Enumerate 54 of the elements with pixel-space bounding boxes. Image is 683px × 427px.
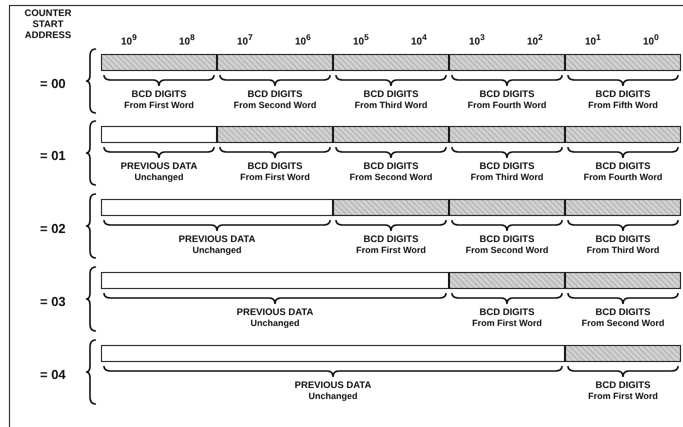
segment-note: From Fifth Word — [587, 100, 659, 110]
segment-heading: BCD DIGITS — [362, 161, 420, 172]
segment-heading: BCD DIGITS — [594, 380, 652, 391]
digit-weight: 10$^{1}$ — [585, 32, 601, 48]
segment-heading: PREVIOUS DATA — [178, 234, 256, 245]
address-label: = 01 — [40, 148, 66, 163]
segment-note: From Fourth Word — [582, 172, 664, 182]
segment-heading: BCD DIGITS — [478, 234, 536, 245]
segment-note: From Second Word — [464, 245, 550, 255]
segment-note: From First Word — [239, 172, 311, 182]
segment-heading: BCD DIGITS — [362, 234, 420, 245]
segment-heading: BCD DIGITS — [478, 89, 536, 100]
segment-note: Unchanged — [191, 245, 242, 255]
segment-heading: BCD DIGITS — [478, 307, 536, 318]
segment-note: From Third Word — [586, 245, 660, 255]
address-label: = 00 — [40, 76, 66, 91]
address-label: = 02 — [40, 221, 66, 236]
segment-heading: PREVIOUS DATA — [294, 380, 372, 391]
segment-note: From First Word — [355, 245, 427, 255]
segment-heading: BCD DIGITS — [130, 89, 188, 100]
digit-weight: 10$^{8}$ — [179, 32, 195, 48]
segment-heading: BCD DIGITS — [594, 161, 652, 172]
digit-weight: 10$^{4}$ — [411, 32, 427, 48]
digit-weight: 10$^{3}$ — [469, 32, 485, 48]
segment-heading: BCD DIGITS — [594, 234, 652, 245]
segment-heading: BCD DIGITS — [246, 161, 304, 172]
digit-weight: 10$^{2}$ — [527, 32, 543, 48]
segment-note: From Second Word — [348, 172, 434, 182]
digit-weight: 10$^{6}$ — [295, 32, 311, 48]
segment-note: From First Word — [587, 391, 659, 401]
segment-heading: BCD DIGITS — [478, 161, 536, 172]
segment-note: From Third Word — [470, 172, 544, 182]
segment-heading: BCD DIGITS — [246, 89, 304, 100]
segment-note: From Second Word — [232, 100, 318, 110]
segment-heading: BCD DIGITS — [594, 307, 652, 318]
digit-weight: 10$^{5}$ — [353, 32, 369, 48]
digit-weight: 10$^{0}$ — [643, 32, 659, 48]
segment-note: Unchanged — [249, 318, 300, 328]
digit-weight: 10$^{9}$ — [121, 32, 137, 48]
segment-heading: BCD DIGITS — [594, 89, 652, 100]
column-heading: COUNTER START ADDRESS — [24, 8, 72, 41]
segment-note: From Fourth Word — [466, 100, 548, 110]
segment-note: From Third Word — [354, 100, 428, 110]
segment-heading: PREVIOUS DATA — [236, 307, 314, 318]
segment-heading: BCD DIGITS — [362, 89, 420, 100]
digit-weight: 10$^{7}$ — [237, 32, 253, 48]
address-label: = 04 — [40, 367, 66, 382]
segment-note: Unchanged — [133, 172, 184, 182]
segment-note: From Second Word — [580, 318, 666, 328]
address-label: = 03 — [40, 294, 66, 309]
segment-note: Unchanged — [307, 391, 358, 401]
segment-note: From First Word — [123, 100, 195, 110]
segment-heading: PREVIOUS DATA — [120, 161, 198, 172]
segment-note: From First Word — [471, 318, 543, 328]
